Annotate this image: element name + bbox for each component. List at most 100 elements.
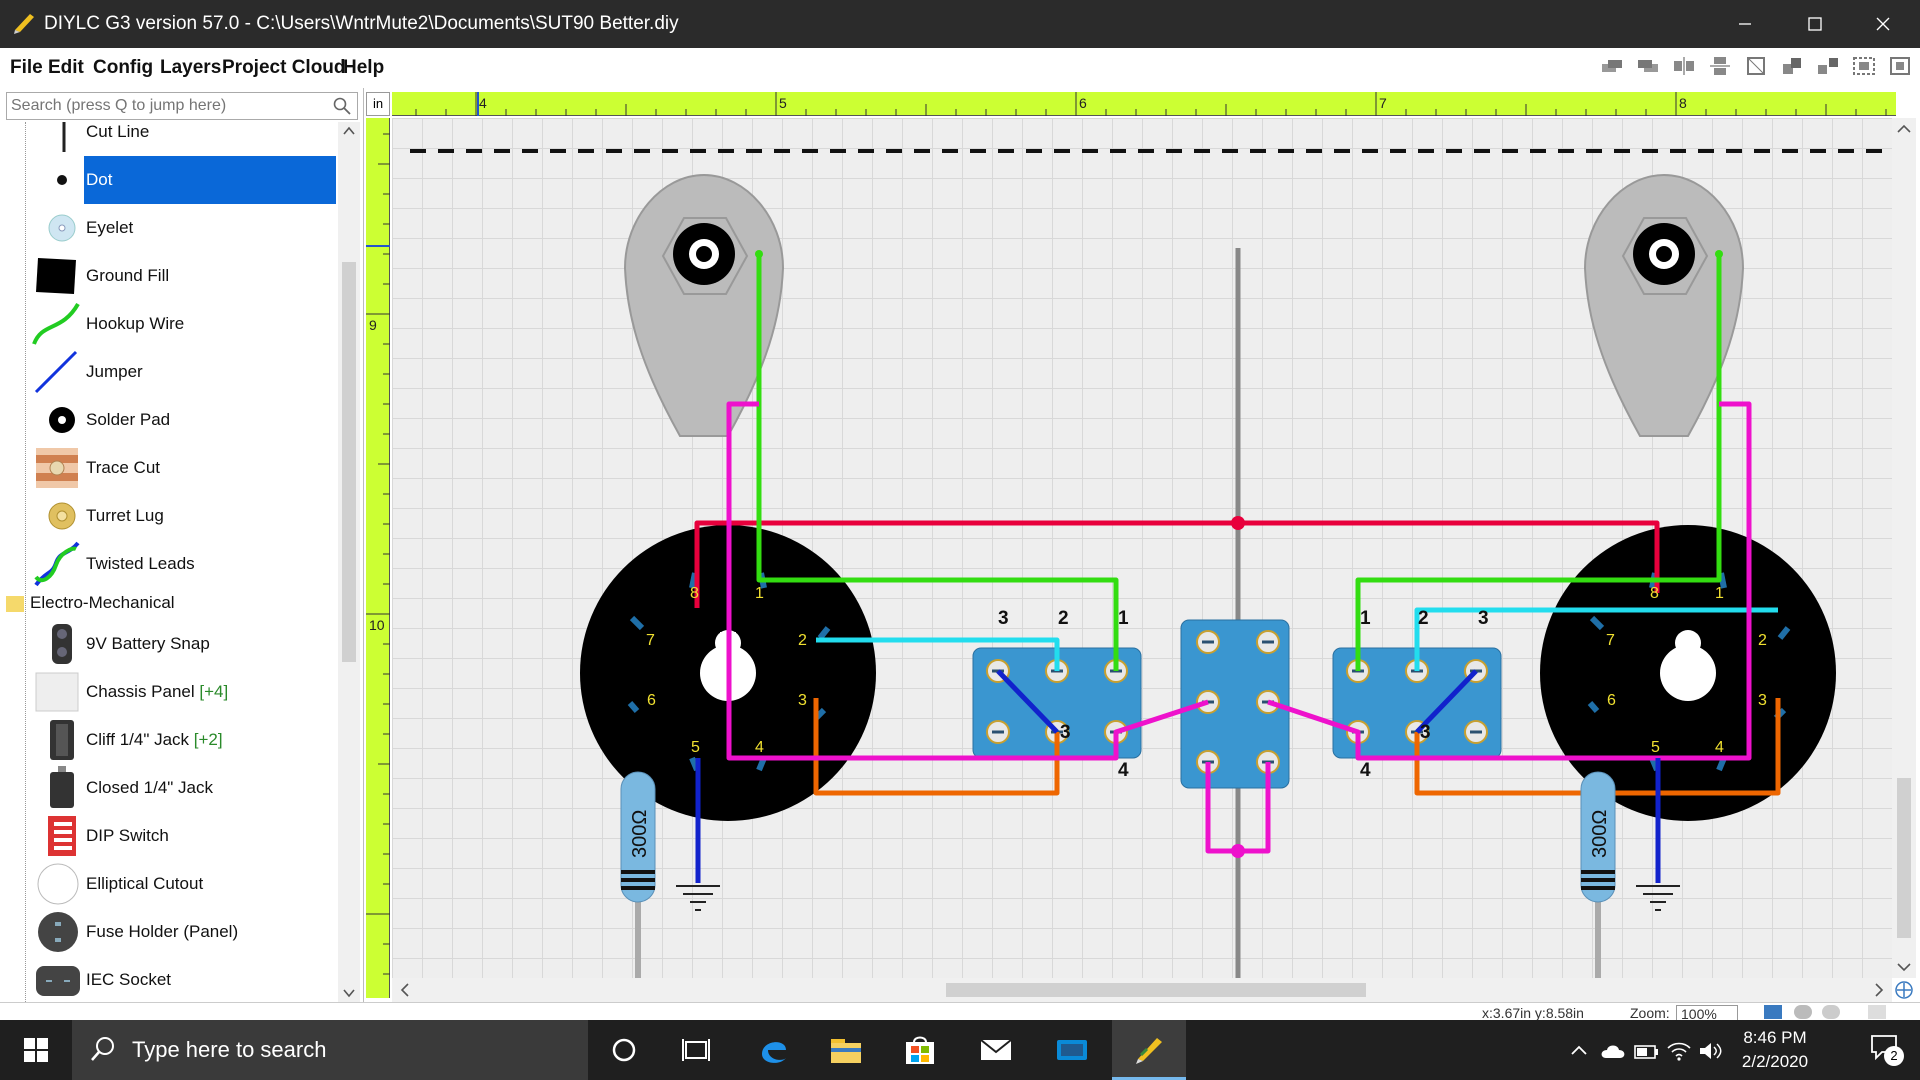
status-cloud-icon[interactable] (1794, 1005, 1812, 1019)
status-memory-icon[interactable] (1822, 1005, 1840, 1019)
component-item-fuse-holder[interactable]: Fuse Holder (Panel) (30, 908, 336, 956)
drawing-canvas[interactable]: 300Ω 300Ω 1 2 3 4 5 6 7 8 1 2 3 4 5 6 7 … (392, 118, 1892, 978)
scroll-right-icon[interactable] (1872, 978, 1886, 1002)
red-junction-dot[interactable] (1231, 516, 1245, 530)
cyan-wire-right[interactable] (1414, 607, 1778, 671)
pan-icon[interactable] (1894, 980, 1914, 1000)
menu-edit[interactable]: Edit (48, 57, 84, 78)
component-item-twisted-leads[interactable]: Twisted Leads (30, 540, 336, 588)
scroll-up-icon[interactable] (1892, 122, 1916, 136)
magenta-junction-dot[interactable] (1231, 844, 1245, 858)
action-center-button[interactable]: 2 (1870, 1034, 1906, 1068)
pin-label: 2 (1418, 608, 1429, 629)
component-item-ground-fill[interactable]: Ground Fill (30, 252, 336, 300)
component-item-cliff-jack[interactable]: Cliff 1/4" Jack [+2] (30, 716, 336, 764)
title-bar: DIYLC G3 version 57.0 - C:\Users\WntrMut… (0, 0, 1920, 48)
taskbar-file-explorer[interactable] (810, 1020, 882, 1080)
component-item-turret-lug[interactable]: Turret Lug (30, 492, 336, 540)
menu-config[interactable]: Config (93, 57, 154, 78)
green-wire-right[interactable] (1355, 254, 1722, 671)
component-item-chassis-panel[interactable]: Chassis Panel [+4] (30, 668, 336, 716)
green-wire-left[interactable] (756, 254, 1119, 671)
sidebar-scrollbar[interactable] (338, 122, 360, 1002)
start-button[interactable] (0, 1020, 72, 1080)
maximize-button[interactable] (1780, 0, 1850, 48)
scroll-up-icon[interactable] (342, 126, 356, 136)
component-item-trace-cut[interactable]: Trace Cut (30, 444, 336, 492)
taskbar-edge[interactable] (738, 1020, 810, 1080)
pin-label: 1 (1715, 585, 1724, 602)
resistor-right[interactable] (1580, 771, 1616, 903)
scroll-down-icon[interactable] (342, 988, 356, 998)
component-item-iec-socket[interactable]: IEC Socket (30, 956, 336, 1002)
menu-project-cloud[interactable]: Project Cloud (222, 57, 346, 78)
component-label: DIP Switch (86, 826, 169, 845)
tube-socket-right[interactable] (1540, 525, 1836, 821)
canvas-horizontal-scrollbar[interactable] (392, 978, 1892, 1002)
magenta-wire-right[interactable] (1267, 401, 1752, 761)
scroll-down-icon[interactable] (1892, 960, 1916, 974)
component-item-elliptical-cutout[interactable]: Elliptical Cutout (30, 860, 336, 908)
battery-icon[interactable] (1634, 1044, 1660, 1060)
component-item-hookup-wire[interactable]: Hookup Wire (30, 300, 336, 348)
taskbar-diylc[interactable] (1112, 1020, 1186, 1080)
taskbar-search-box[interactable]: Type here to search (72, 1020, 588, 1080)
ground-symbol-left[interactable] (676, 885, 720, 911)
flip-horizontal-button[interactable] (1670, 52, 1698, 80)
component-item-closed-jack[interactable]: Closed 1/4" Jack (30, 764, 336, 812)
resistor-left[interactable] (620, 771, 656, 903)
group-button[interactable] (1778, 52, 1806, 80)
bring-forward-button[interactable] (1634, 52, 1662, 80)
rotate-button[interactable] (1742, 52, 1770, 80)
ungroup-button[interactable] (1814, 52, 1842, 80)
cortana-button[interactable] (588, 1020, 660, 1080)
menu-help[interactable]: Help (343, 57, 385, 78)
taskbar-app-blue[interactable] (1036, 1020, 1108, 1080)
component-item-dot[interactable]: Dot (30, 156, 336, 204)
taskbar-store[interactable] (884, 1020, 956, 1080)
taskbar-mail[interactable] (960, 1020, 1032, 1080)
flip-vertical-button[interactable] (1706, 52, 1734, 80)
volume-icon[interactable] (1698, 1040, 1724, 1062)
scroll-left-icon[interactable] (398, 978, 412, 1002)
close-button[interactable] (1848, 0, 1918, 48)
potentiometer-left[interactable] (623, 173, 785, 437)
magenta-wire-left[interactable] (726, 401, 1209, 761)
sidebar-scroll-thumb[interactable] (342, 262, 356, 662)
search-input[interactable] (7, 93, 325, 119)
component-item-9v-battery-snap[interactable]: 9V Battery Snap (30, 620, 336, 668)
chassis-panel-icon (32, 672, 80, 712)
ground-symbol-right[interactable] (1636, 885, 1680, 911)
onedrive-cloud-icon[interactable] (1600, 1042, 1626, 1060)
zoom-select[interactable]: 100% (1676, 1005, 1738, 1020)
canvas-vscroll-thumb[interactable] (1897, 778, 1911, 938)
potentiometer-right[interactable] (1583, 173, 1745, 437)
cyan-wire-left[interactable] (816, 637, 1060, 671)
task-view-button[interactable] (660, 1020, 732, 1080)
component-item-eyelet[interactable]: Eyelet (30, 204, 336, 252)
component-item-dip-switch[interactable]: DIP Switch (30, 812, 336, 860)
status-grid-icon[interactable] (1764, 1005, 1782, 1019)
wifi-icon[interactable] (1666, 1040, 1692, 1062)
select-all-button[interactable] (1850, 52, 1878, 80)
status-lock-icon[interactable] (1868, 1005, 1886, 1019)
hookup-wire-icon (32, 302, 80, 345)
canvas-vertical-scrollbar[interactable] (1892, 118, 1916, 978)
send-backward-button[interactable] (1598, 52, 1626, 80)
component-item-solder-pad[interactable]: Solder Pad (30, 396, 336, 444)
taskbar-clock[interactable]: 8:46 PM 2/2/2020 (1720, 1026, 1830, 1074)
component-item-jumper[interactable]: Jumper (30, 348, 336, 396)
zoom-fit-button[interactable] (1886, 52, 1914, 80)
component-item-cut-line[interactable]: Cut Line (30, 122, 336, 156)
category-electro-mechanical[interactable]: Electro-Mechanical (6, 588, 175, 618)
menu-bar: File Edit Config Layers Project Cloud He… (0, 48, 1920, 88)
chevron-up-icon[interactable] (1570, 1044, 1588, 1056)
menu-layers[interactable]: Layers (160, 57, 222, 78)
toggle-switch-center[interactable] (1180, 619, 1290, 789)
ruler-unit-toggle[interactable]: in (366, 92, 390, 116)
red-wire[interactable] (694, 520, 1660, 608)
minimize-button[interactable] (1710, 0, 1780, 48)
orange-wire-left[interactable] (813, 698, 1060, 796)
menu-file[interactable]: File (10, 57, 43, 78)
canvas-hscroll-thumb[interactable] (946, 983, 1366, 997)
